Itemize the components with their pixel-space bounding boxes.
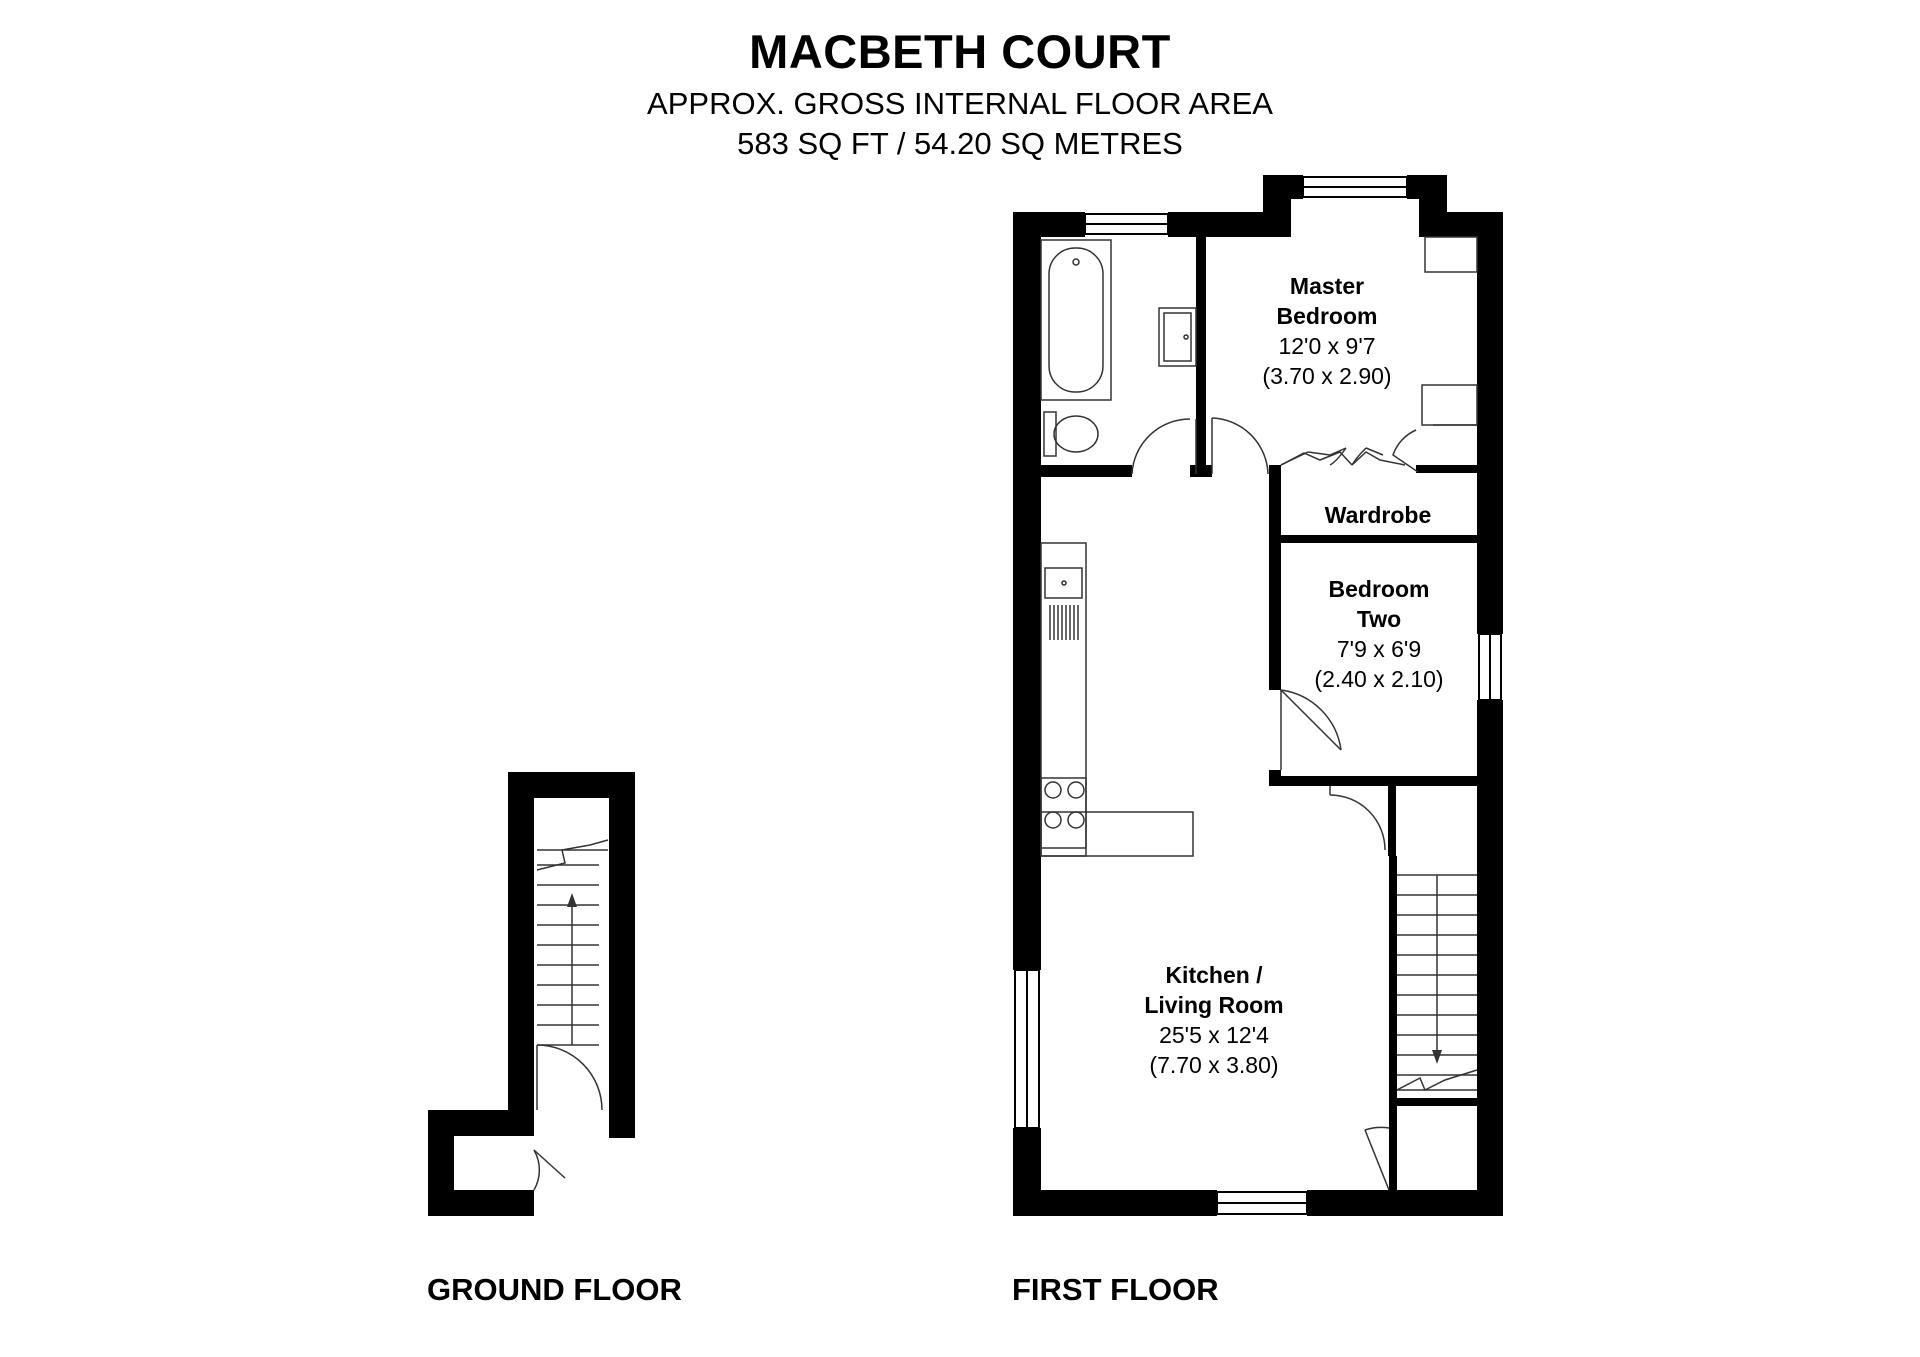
room-label-wardrobe: Wardrobe [1325,500,1432,530]
first-floor-label: FIRST FLOOR [1012,1272,1219,1307]
room-name: Bedroom [1276,303,1378,329]
ground-floor-label: GROUND FLOOR [427,1272,682,1307]
floor-area-caption: APPROX. GROSS INTERNAL FLOOR AREA [647,86,1273,121]
room-name: Living Room [1144,992,1284,1018]
first-floor-windows [1014,176,1502,1215]
floor-area-value: 583 SQ FT / 54.20 SQ METRES [737,126,1183,161]
room-size-metric: (3.70 x 2.90) [1262,363,1392,389]
room-size-imperial: 7'9 x 6'9 [1336,636,1422,662]
room-size-metric: (7.70 x 3.80) [1149,1052,1279,1078]
sink-icon [1044,567,1083,599]
first-floor-plan [1013,175,1503,1216]
drainer-icon [1049,605,1079,640]
plan-title: MACBETH COURT [749,25,1171,78]
toilet-icon [1043,411,1057,457]
first-floor-walls [1013,175,1503,1216]
kitchen-worktop [1040,542,1087,849]
ground-floor-walls [428,772,635,1216]
ground-floor-stair [536,839,609,1046]
ground-floor-plan [428,772,635,1216]
room-size-metric: (2.40 x 2.10) [1314,666,1444,692]
hob-icon [1044,781,1085,829]
room-label-kitchen-living-room: Kitchen / Living Room 25'5 x 12'4 (7.70 … [1144,960,1283,1080]
ground-floor-door [533,1044,603,1191]
room-label-bedroom-two: Bedroom Two 7'9 x 6'9 (2.40 x 2.10) [1314,574,1443,694]
room-size-imperial: 12'0 x 9'7 [1278,333,1376,359]
kitchen-peninsula [1040,811,1194,857]
room-name: Bedroom [1328,576,1430,602]
room-name: Master [1289,273,1365,299]
basin-icon [1158,307,1197,367]
bathtub-icon [1040,239,1112,401]
first-floor-fixtures [1040,236,1478,1191]
room-label-master-bedroom: Master Bedroom 12'0 x 9'7 (3.70 x 2.90) [1262,271,1391,391]
room-name: Kitchen / [1165,962,1263,988]
room-name: Wardrobe [1324,502,1432,528]
room-name: Two [1356,606,1402,632]
room-size-imperial: 25'5 x 12'4 [1159,1022,1269,1048]
